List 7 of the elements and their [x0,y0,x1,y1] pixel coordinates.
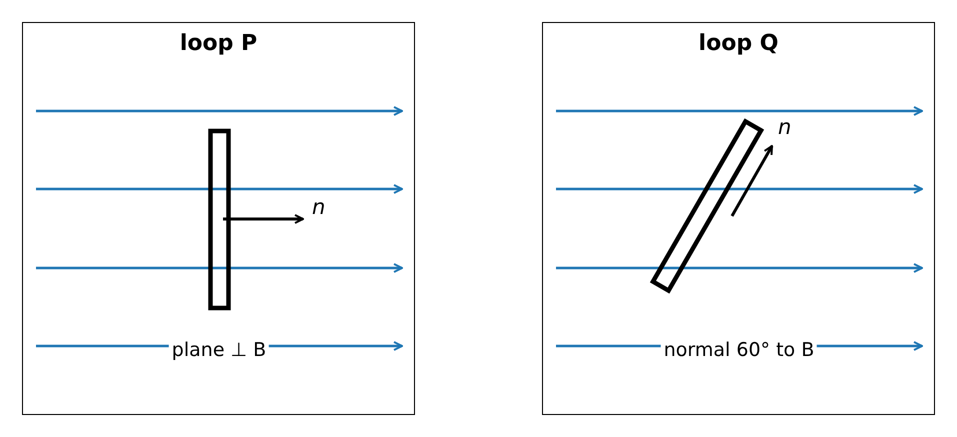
diagram-panel [542,22,935,415]
caption: plane ⊥ B [168,339,270,361]
panel-title: loop P [178,31,258,56]
panel-title: loop Q [698,31,780,56]
vector-label: n [312,195,326,219]
vector-label: n [778,115,792,139]
diagram-panel [22,22,415,415]
